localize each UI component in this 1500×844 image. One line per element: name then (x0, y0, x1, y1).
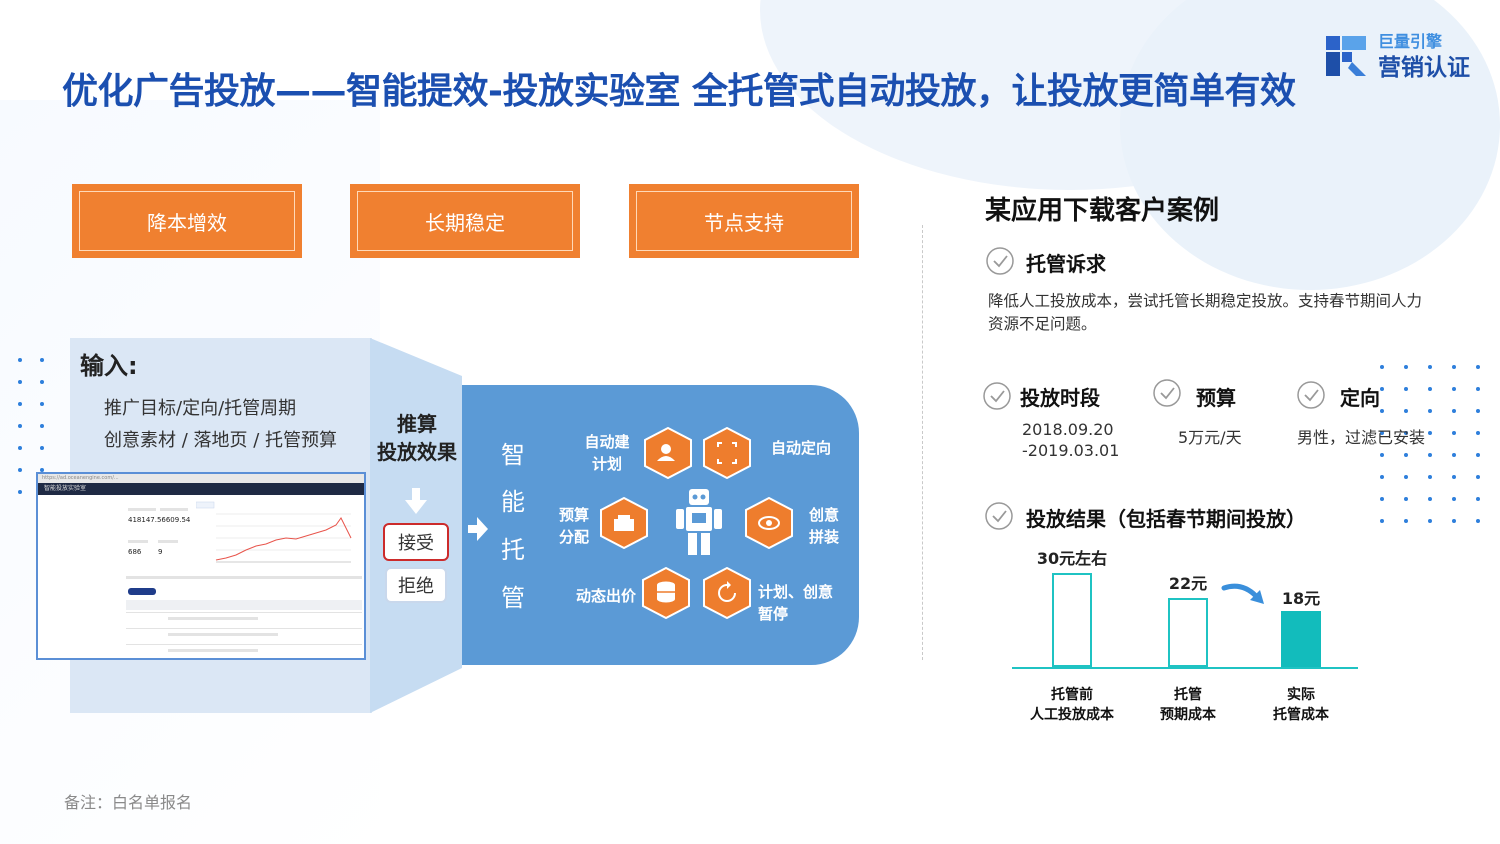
feature-pause: 计划、创意 暂停 (758, 581, 844, 625)
feature-auto-target: 自动定向 (770, 439, 831, 457)
table-row (126, 628, 362, 640)
calc-line-1: 推算 (397, 412, 437, 436)
brand-logo: 巨量引擎 营销认证 (1322, 28, 1482, 88)
check-circle-icon (985, 502, 1013, 530)
logo-text-top: 巨量引擎 (1378, 32, 1443, 51)
auto-target-icon (703, 427, 751, 479)
bid-icon (642, 567, 690, 619)
check-circle-icon (1153, 379, 1181, 407)
screenshot-value: 9 (158, 548, 163, 556)
table-row (126, 644, 362, 656)
calc-label: 推算 投放效果 (372, 410, 462, 466)
pause-icon (703, 567, 751, 619)
feature-label: 拼装 (808, 528, 839, 546)
bar-category-label: 托管预期成本 (1160, 687, 1216, 723)
input-title: 输入: (80, 352, 138, 380)
accept-button[interactable]: 接受 (383, 523, 449, 561)
bar-value-label: 18元 (1281, 589, 1321, 608)
period-start: 2018.09.20 (1022, 420, 1114, 439)
feature-creative: 创意 拼装 (803, 504, 845, 548)
feature-button-label: 长期稳定 (357, 191, 573, 251)
check-circle-icon (983, 382, 1011, 410)
screenshot-line-chart (196, 500, 356, 568)
screenshot-placeholder (168, 617, 258, 620)
screenshot-placeholder (168, 633, 278, 636)
reject-button[interactable]: 拒绝 (385, 567, 447, 603)
feature-auto-build: 自动建 计划 (578, 431, 636, 475)
logo-mark-icon (1326, 36, 1366, 76)
creative-icon (745, 497, 793, 549)
chart-bar (1168, 598, 1208, 667)
feature-label: 自动建 (584, 433, 630, 451)
bar-value-label: 30元左右 (1036, 549, 1108, 568)
demand-title: 托管诉求 (1026, 252, 1106, 276)
arrow-right-icon (468, 517, 488, 541)
check-circle-icon (986, 247, 1014, 275)
logo-text-bottom: 营销认证 (1378, 55, 1470, 81)
screenshot-placeholder (160, 508, 188, 511)
background-circle (1120, 0, 1500, 290)
demand-description: 降低人工投放成本，尝试托管长期稳定投放。支持春节期间人力资源不足问题。 (988, 292, 1423, 333)
screenshot-placeholder (168, 649, 258, 652)
feature-label: 计划 (591, 455, 622, 473)
feature-button-node[interactable]: 节点支持 (629, 184, 859, 258)
dashboard-screenshot: https://ad.oceanengine.com/... 智能投放实验室 4… (36, 472, 366, 660)
smart-char: 托 (501, 536, 525, 564)
budget-icon (600, 497, 648, 549)
screenshot-value: 418147.56609.54 (128, 516, 191, 524)
smart-char: 管 (501, 584, 525, 612)
budget-title: 预算 (1196, 386, 1236, 410)
period-value: 2018.09.20 -2019.03.01 (1022, 419, 1119, 461)
feature-bid: 动态出价 (575, 587, 636, 605)
screenshot-placeholder (128, 508, 156, 511)
target-title: 定向 (1340, 386, 1380, 410)
bar-value-label: 22元 (1168, 574, 1208, 593)
feature-button-stable[interactable]: 长期稳定 (350, 184, 580, 258)
screenshot-button (128, 588, 156, 595)
budget-value: 5万元/天 (1178, 428, 1242, 447)
screenshot-placeholder (128, 540, 148, 543)
screenshot-header: 智能投放实验室 (38, 483, 364, 495)
chart-bar (1281, 611, 1321, 667)
chart-baseline (1012, 667, 1358, 669)
feature-button-label: 节点支持 (636, 191, 852, 251)
period-end: -2019.03.01 (1022, 441, 1120, 460)
feature-label: 创意 (808, 506, 839, 524)
feature-label: 计划、创意 (758, 583, 834, 601)
target-value: 男性，过滤已安装 (1297, 428, 1426, 447)
screenshot-table-header (126, 600, 362, 610)
section-divider (922, 225, 923, 660)
calc-line-2: 投放效果 (377, 440, 457, 464)
feature-budget: 预算 分配 (553, 504, 595, 548)
screenshot-filter-bar (126, 576, 362, 579)
feature-label: 预算 (558, 506, 589, 524)
check-circle-icon (1297, 381, 1325, 409)
footnote: 备注：白名单报名 (64, 793, 193, 812)
trend-arrow-icon (1221, 583, 1264, 604)
bar-category-label: 托管前人工投放成本 (1030, 687, 1114, 723)
case-title: 某应用下载客户案例 (985, 196, 1220, 226)
screenshot-url-bar: https://ad.oceanengine.com/... (38, 474, 364, 483)
feature-button-label: 降本增效 (79, 191, 295, 251)
arrow-down-icon (405, 488, 427, 514)
period-title: 投放时段 (1020, 386, 1100, 410)
chart-bar (1052, 573, 1092, 667)
smart-char: 能 (501, 488, 525, 516)
feature-label: 暂停 (758, 605, 789, 623)
bar-category-label: 实际托管成本 (1273, 687, 1329, 723)
result-title: 投放结果（包括春节期间投放） (1026, 507, 1306, 531)
feature-button-cost[interactable]: 降本增效 (72, 184, 302, 258)
robot-icon (676, 489, 722, 555)
table-row (126, 612, 362, 624)
screenshot-placeholder (158, 540, 178, 543)
smart-char: 智 (501, 441, 525, 469)
input-line-2: 创意素材 / 落地页 / 托管预算 (104, 430, 338, 451)
input-line-1: 推广目标/定向/托管周期 (104, 398, 297, 419)
screenshot-value: 686 (128, 548, 142, 556)
feature-label: 分配 (558, 528, 589, 546)
auto-build-icon (644, 427, 692, 479)
page-title: 优化广告投放——智能提效-投放实验室 全托管式自动投放，让投放更简单有效 (62, 71, 1296, 112)
